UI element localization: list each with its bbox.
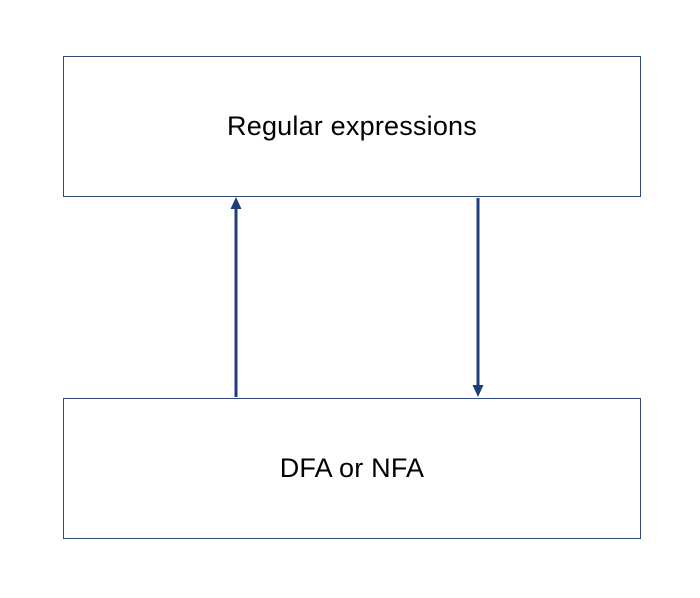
arrow-up-dfa-to-regex (230, 197, 242, 397)
arrow-down-head (472, 385, 484, 397)
dfa-or-nfa-box: DFA or NFA (63, 398, 641, 539)
arrow-down-regex-to-dfa (472, 198, 484, 397)
arrow-up-head (230, 197, 242, 209)
dfa-or-nfa-label: DFA or NFA (279, 453, 425, 483)
regular-expressions-box: Regular expressions (63, 56, 641, 197)
regular-expressions-label: Regular expressions (227, 111, 477, 141)
